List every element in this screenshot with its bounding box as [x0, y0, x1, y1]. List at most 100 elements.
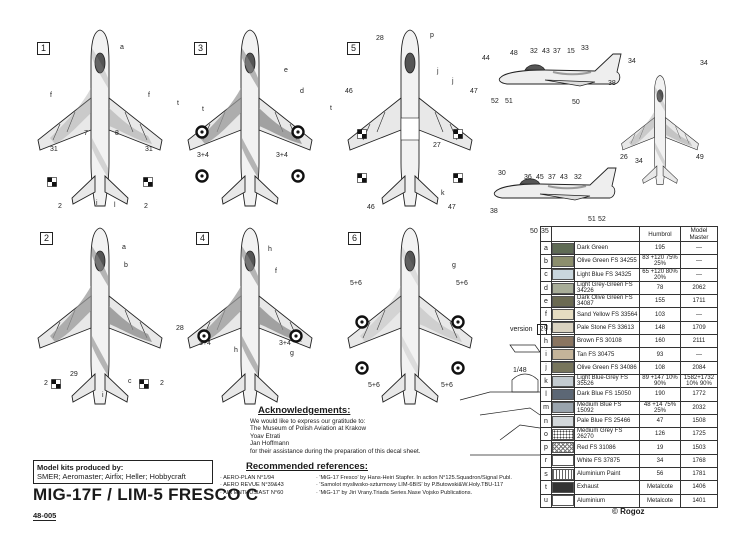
sheet-title: MIG-17F / LIM-5 FRESCO C [33, 485, 259, 504]
model-master-code: 1725 [680, 427, 718, 442]
swatch-fill [552, 481, 574, 493]
ack-line: for their assistance during the preparat… [250, 447, 421, 455]
header-cell [551, 226, 640, 242]
callout: 48 [510, 50, 518, 57]
humbrol-code: 83 +120 75% 25% [639, 254, 681, 269]
humbrol-code: 48 +14 75% 25% [639, 400, 681, 415]
callout: 31 [145, 146, 153, 153]
color-letter: p [540, 440, 552, 455]
callout: b [124, 262, 128, 269]
model-master-code: 1711 [680, 294, 718, 309]
references-right: · 'MiG-17 Fresco' by Hans-Heiri Stapfer.… [316, 475, 512, 497]
color-letter: f [540, 307, 552, 322]
panel-number: 6 [348, 232, 361, 245]
color-letter: d [540, 280, 552, 296]
color-letter: e [540, 294, 552, 309]
color-table-header: Humbrol Model Master [540, 226, 718, 242]
color-letter: u [540, 493, 552, 508]
panel-number: 2 [40, 232, 53, 245]
swatch-fill [552, 402, 574, 414]
model-master-code: 1401 [680, 493, 718, 508]
model-master-code: — [680, 267, 718, 282]
callout: k [441, 190, 445, 197]
callout: 32 [530, 48, 538, 55]
callout: a [120, 44, 124, 51]
callout: 2 [144, 203, 148, 210]
swatch-fill [552, 282, 574, 294]
acknowledgements-title: Acknowledgements: [258, 405, 351, 416]
callout: t [330, 105, 332, 112]
color-name: Exhaust [574, 480, 640, 495]
version-label: version [510, 326, 533, 333]
panel-5-aircraft [347, 29, 473, 207]
color-letter: m [540, 400, 552, 415]
callout: 51 [588, 216, 596, 223]
reference-item: · 'MiG-17' by Jiri Vrany.Triada Series.N… [316, 489, 473, 496]
humbrol-code: 93 [639, 347, 681, 362]
color-swatch [551, 307, 575, 322]
swatch-fill [552, 415, 574, 427]
color-swatch [551, 334, 575, 349]
callout: 2 [58, 203, 62, 210]
color-swatch [551, 240, 575, 256]
color-swatch [551, 267, 575, 282]
callout: 3+4 [199, 340, 211, 347]
swatch-fill [552, 309, 574, 321]
swatch-fill [552, 255, 574, 267]
humbrol-code: 19 [639, 440, 681, 455]
references-left: · AERO-PLAN N°1/94 · AERO REVUE N°39&43 … [220, 475, 284, 497]
color-letter: r [540, 453, 552, 469]
color-letter: i [540, 347, 552, 362]
color-name: White FS 37875 [574, 453, 640, 469]
swatch-fill [552, 269, 574, 281]
callout: 52 [598, 216, 606, 223]
callout: 3+4 [197, 152, 209, 159]
color-letter: t [540, 480, 552, 495]
panel-number: 3 [194, 42, 207, 55]
model-master-code: 1781 [680, 467, 718, 482]
color-letter: n [540, 413, 552, 429]
model-master-code: 1508 [680, 413, 718, 429]
color-letter: k [540, 373, 552, 389]
humbrol-code: 108 [639, 360, 681, 375]
color-name: Medium Blue FS 15092 [574, 400, 640, 415]
callout: 49 [696, 154, 704, 161]
header-cell: Model Master [680, 226, 718, 242]
ack-line: The Museum of Polish Aviation at Krakow [250, 425, 367, 433]
callout: 50 [530, 228, 538, 235]
model-master-code: — [680, 240, 718, 256]
color-name: Olive Green FS 34086 [574, 360, 640, 375]
references-title: Recommended references: [246, 461, 368, 472]
header-cell [540, 226, 552, 242]
callout: 26 [620, 154, 628, 161]
callout: 34 [635, 158, 643, 165]
callout: 36 [524, 174, 532, 181]
panel-1-aircraft [37, 29, 163, 207]
callout: 47 [448, 204, 456, 211]
color-letter: o [540, 427, 552, 442]
header-cell: Humbrol [639, 226, 681, 242]
color-name: Light Grey-Green FS 34226 [574, 280, 640, 296]
reference-item: · AERO REVUE N°39&43 [220, 482, 284, 489]
callout: 34 [700, 60, 708, 67]
color-letter: a [540, 240, 552, 256]
color-name: Pale Stone FS 33613 [574, 320, 640, 336]
reference-item: · AIR ENTHUSIAST N°60 [220, 489, 284, 496]
callout: h [234, 347, 238, 354]
callout: j [437, 68, 439, 75]
callout: 30 [498, 170, 506, 177]
callout: 47 [470, 88, 478, 95]
color-name: Light Blue-Grey FS 35526 [574, 373, 640, 389]
color-swatch [551, 453, 575, 469]
